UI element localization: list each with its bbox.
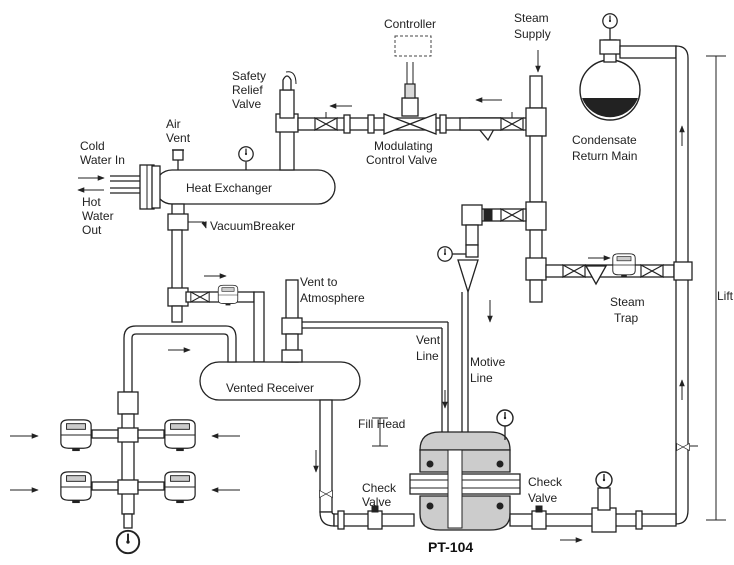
lift-label: Lift [717,289,734,303]
pump-gauge-icon [496,409,514,427]
discharge-gauge-icon [595,471,613,489]
steam-supply-riser [525,75,547,303]
condensate-gauge-icon [602,13,618,29]
motive-line [461,292,469,432]
header-trap-top-right-icon [164,419,196,452]
cold-water-label-1: Cold [80,139,105,153]
steam-trap-label-2: Trap [614,311,639,325]
safety-relief-label-1: Safety [232,69,266,83]
flange [343,114,351,134]
header-trap-top-left-icon [60,419,92,452]
controller-box [394,35,432,57]
vacuum-breaker-pointer [188,221,207,229]
vent-to-atmosphere [281,279,303,363]
heat-exchanger: Heat Exchanger [139,164,336,210]
vent-atm-label-2: Atmosphere [300,291,365,305]
condensate-label-2: Return Main [572,149,637,163]
fill-head-dimension [372,417,388,447]
steam-supply-label-1: Steam [514,11,549,25]
condensate-label-1: Condensate [572,133,637,147]
fill-head-label: Fill Head [358,417,405,431]
hx-drain-trap-icon [217,284,239,306]
flange [367,114,375,134]
vent-atm-label-1: Vent to [300,275,338,289]
vent-line-label-1: Vent [416,333,441,347]
check-valve-right-label-1: Check [528,475,563,489]
motive-valve-body [483,208,493,222]
header-gauge-icon [115,529,141,555]
steam-trap-icon [612,253,636,278]
vent-line-label-2: Line [416,349,439,363]
pump-pt104 [409,431,521,531]
steam-supply-label-2: Supply [514,27,551,41]
safety-relief-valve [279,71,297,119]
motive-pressure-gauge-icon [437,246,453,262]
vented-receiver-label: Vented Receiver [226,381,314,395]
air-vent [172,149,184,170]
hot-water-label-1: Hot [82,195,101,209]
strainer [439,114,503,142]
check-valve-left-label-1: Check [362,481,397,495]
check-valve-right-label-2: Valve [528,491,557,505]
check-valve-left [367,510,383,530]
safety-relief-label-2: Relief [232,83,263,97]
cold-water-label-2: Water In [80,153,125,167]
controller-label: Controller [384,17,436,31]
modulating-control-valve [383,62,437,135]
lift-dimension [706,55,726,521]
header-trap-bottom-left-icon [60,471,92,504]
water-pipes [110,175,140,194]
header-branches [91,429,165,491]
modulating-label-2: Control Valve [366,153,437,167]
safety-relief-label-3: Valve [232,97,261,111]
modulating-label-1: Modulating [374,139,433,153]
flange [635,510,643,530]
header-trap-bottom-right-icon [164,471,196,504]
check-valve-left-label-2: Valve [362,495,391,509]
trap-strainer [584,265,608,286]
motive-line-label-2: Line [470,371,493,385]
vacuum-breaker-label: VacuumBreaker [210,219,295,233]
motive-branch [461,204,527,246]
condensate-return-tank [579,39,641,121]
hot-water-label-3: Out [82,223,102,237]
air-vent-label-2: Vent [166,131,191,145]
motive-line-label-1: Motive [470,355,506,369]
vented-receiver [199,361,361,401]
check-valve-right [531,510,547,530]
hx-pressure-gauge-icon [238,146,254,162]
return-main [619,45,693,525]
hot-water-label-2: Water [82,209,114,223]
air-vent-label-1: Air [166,117,181,131]
pump-model-label: PT-104 [428,539,473,555]
vent-line [302,321,449,432]
motive-strainer [457,259,479,295]
heat-exchanger-label: Heat Exchanger [186,181,272,195]
receiver-drain [319,399,415,527]
flange [337,510,345,530]
steam-trap-label-1: Steam [610,295,645,309]
